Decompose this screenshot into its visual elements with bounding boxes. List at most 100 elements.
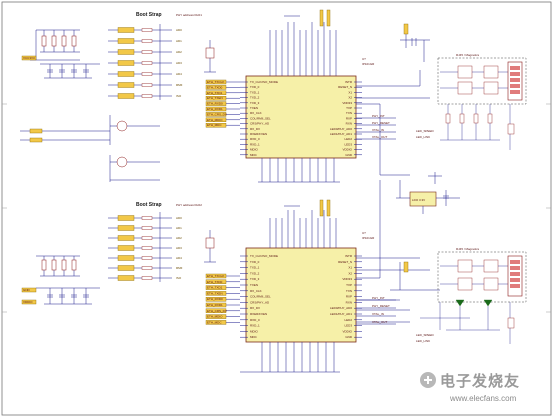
strap-resistor xyxy=(141,226,153,230)
strap-resistor xyxy=(141,266,153,270)
bottom-section: Boot Strap PHY address=0x02 AD0AD1AD2AD3… xyxy=(36,180,527,373)
strap-net-flag xyxy=(117,225,135,231)
right-net-label: XTAL_IN xyxy=(372,128,384,132)
top-chip-left-pins: TX_CLK/ISO_MODETXD_0TXD_1TXD_2TXD_3TXENR… xyxy=(240,80,278,157)
top-magnetics-box xyxy=(437,57,527,105)
strap-net-flag xyxy=(117,275,135,281)
watermark-logo-icon xyxy=(420,372,436,388)
chip-pin-label: RX_CLK xyxy=(250,111,262,115)
strap-resistor xyxy=(141,50,153,54)
chip-pin-label: GND xyxy=(345,335,353,339)
bus-net-label: ETH_CRS_DV xyxy=(207,309,227,313)
chip-pin-label: RXN xyxy=(346,122,352,126)
bottom-magnetics-inner xyxy=(440,259,508,291)
top-section: Boot Strap PHY address=0x01 AD0AD1AD2AD3… xyxy=(20,9,527,214)
watermark-text: 电子发烧友 xyxy=(440,372,520,390)
power-net-flag xyxy=(21,55,37,61)
strap-net-label: AD2 xyxy=(176,50,182,54)
bottom-power-flag-1 xyxy=(319,199,324,217)
strap-net-label: AD4 xyxy=(176,72,182,76)
chip-pin-label: LED1/PHY_AD1 xyxy=(330,132,352,136)
bus-net-label: ETH_RXD0 xyxy=(207,297,223,301)
chip-pin-label: LED1/PHY_AD1 xyxy=(330,312,352,316)
chip-pin-label: TX_CLK/ISO_MODE xyxy=(250,80,278,84)
strap-net-flag xyxy=(117,38,135,44)
top-osc-flag xyxy=(403,23,409,35)
bottom-chip-left-pins: TX_CLK/ISO_MODETXD_0TXD_1TXD_2TXD_3TXENR… xyxy=(240,254,278,339)
strap-net-label: AD3 xyxy=(176,61,182,65)
chip-pin-label: X2 xyxy=(348,96,352,100)
top-resistor-bank xyxy=(30,29,80,61)
strap-net-flag xyxy=(117,49,135,55)
watermark-url: www.elecfans.com xyxy=(449,394,517,403)
chip-pin-label: X2 xyxy=(348,271,352,275)
led-net-label: LED_LINK xyxy=(416,135,430,139)
chip-pin-label: TXD_0 xyxy=(250,85,260,89)
top-power-flag-1 xyxy=(319,9,324,27)
bus-net-label: ETH_TXD1 xyxy=(207,286,223,290)
strap-net-flag xyxy=(117,255,135,261)
strap-net-flag xyxy=(117,71,135,77)
right-net-label: XTAL_OUT xyxy=(372,320,387,324)
bottom-led-drivers xyxy=(420,299,515,344)
bottom-crystal xyxy=(204,230,216,263)
bus-net-flag xyxy=(205,106,227,112)
bus-net-label: ETH_MDIO xyxy=(207,118,223,122)
top-chip-top-stubs xyxy=(269,15,337,76)
right-net-label: PHY_INT xyxy=(372,296,385,300)
bus-net-label: ETH_RXD1 xyxy=(207,303,223,307)
bus-net-flag xyxy=(205,90,227,96)
bus-net-flag xyxy=(205,112,227,117)
top-magnetics-inner xyxy=(440,65,508,95)
top-reset-flag-a xyxy=(29,128,43,134)
strap-net-flag xyxy=(117,60,135,66)
strap-net-label: ISO xyxy=(176,276,182,280)
led-net-label: LED_LINK xyxy=(416,339,430,343)
chip-pin-label: RXD_1 xyxy=(250,142,260,146)
right-net-label: XTAL_IN xyxy=(372,312,384,316)
chip-pin-label: MDC xyxy=(250,153,258,157)
bottom-chip-bottom-stubs xyxy=(240,342,340,373)
bus-net-flag xyxy=(205,320,227,325)
top-chip-right-pins: INTRRESET_NX1X2VDD33TXPTXNRXPRXNLED0/PHY… xyxy=(330,80,362,157)
power-net-label: VCC3V3 xyxy=(23,56,35,60)
bus-net-label: ETH_MDIO xyxy=(207,315,223,319)
chip-pin-label: TX_CLK/ISO_MODE xyxy=(250,254,278,258)
chip-pin-label: RESET_N xyxy=(338,260,352,264)
top-crystal xyxy=(204,40,216,73)
top-termination xyxy=(440,104,515,150)
chip-pin-label: TXD_3 xyxy=(250,277,260,281)
bottom-chip-part: IP101GR xyxy=(362,236,375,240)
bus-net-label: ETH_MDC xyxy=(207,123,222,127)
chip-pin-label: TXD_1 xyxy=(250,90,260,94)
strap-resistor xyxy=(141,72,153,76)
bus-net-label: ETH_TXD0 xyxy=(207,280,223,284)
chip-pin-label: RXN xyxy=(346,300,352,304)
chip-pin-label: RX_DV xyxy=(250,306,260,310)
top-right-routing xyxy=(356,28,430,176)
net-labels: ETH_TXCLKETH_TXD0ETH_TXD1ETH_TXENETH_RXD… xyxy=(205,79,435,343)
bus-net-flag xyxy=(205,314,227,319)
strap-net-label: RMII xyxy=(176,266,182,270)
chip-pin-label: TXN xyxy=(346,111,352,115)
top-cap-bank xyxy=(40,63,100,79)
bus-net-flag xyxy=(205,308,227,313)
bus-net-label: ETH_TXD0 xyxy=(207,85,223,89)
strap-net-label: AD0 xyxy=(176,216,182,220)
strap-net-flag xyxy=(117,93,135,99)
strap-net-label: AD1 xyxy=(176,226,182,230)
strap-net-label: AD1 xyxy=(176,39,182,43)
right-net-label: PHY_RESET xyxy=(372,304,390,308)
strap-resistor xyxy=(141,83,153,87)
strap-net-label: RMII xyxy=(176,83,182,87)
top-phy-chip xyxy=(245,75,357,159)
strap-resistor xyxy=(141,28,153,32)
bus-net-label: ETH_TXD1 xyxy=(207,91,223,95)
chip-pin-label: X1 xyxy=(348,266,352,270)
top-rj45-jack xyxy=(507,61,523,101)
bus-net-label: ETH_TXCLK xyxy=(207,274,224,278)
power-net-flag xyxy=(21,287,37,293)
top-transformer-label: RJ45 / Magnetics xyxy=(456,53,480,57)
bus-net-label: ETH_RXD1 xyxy=(207,107,223,111)
